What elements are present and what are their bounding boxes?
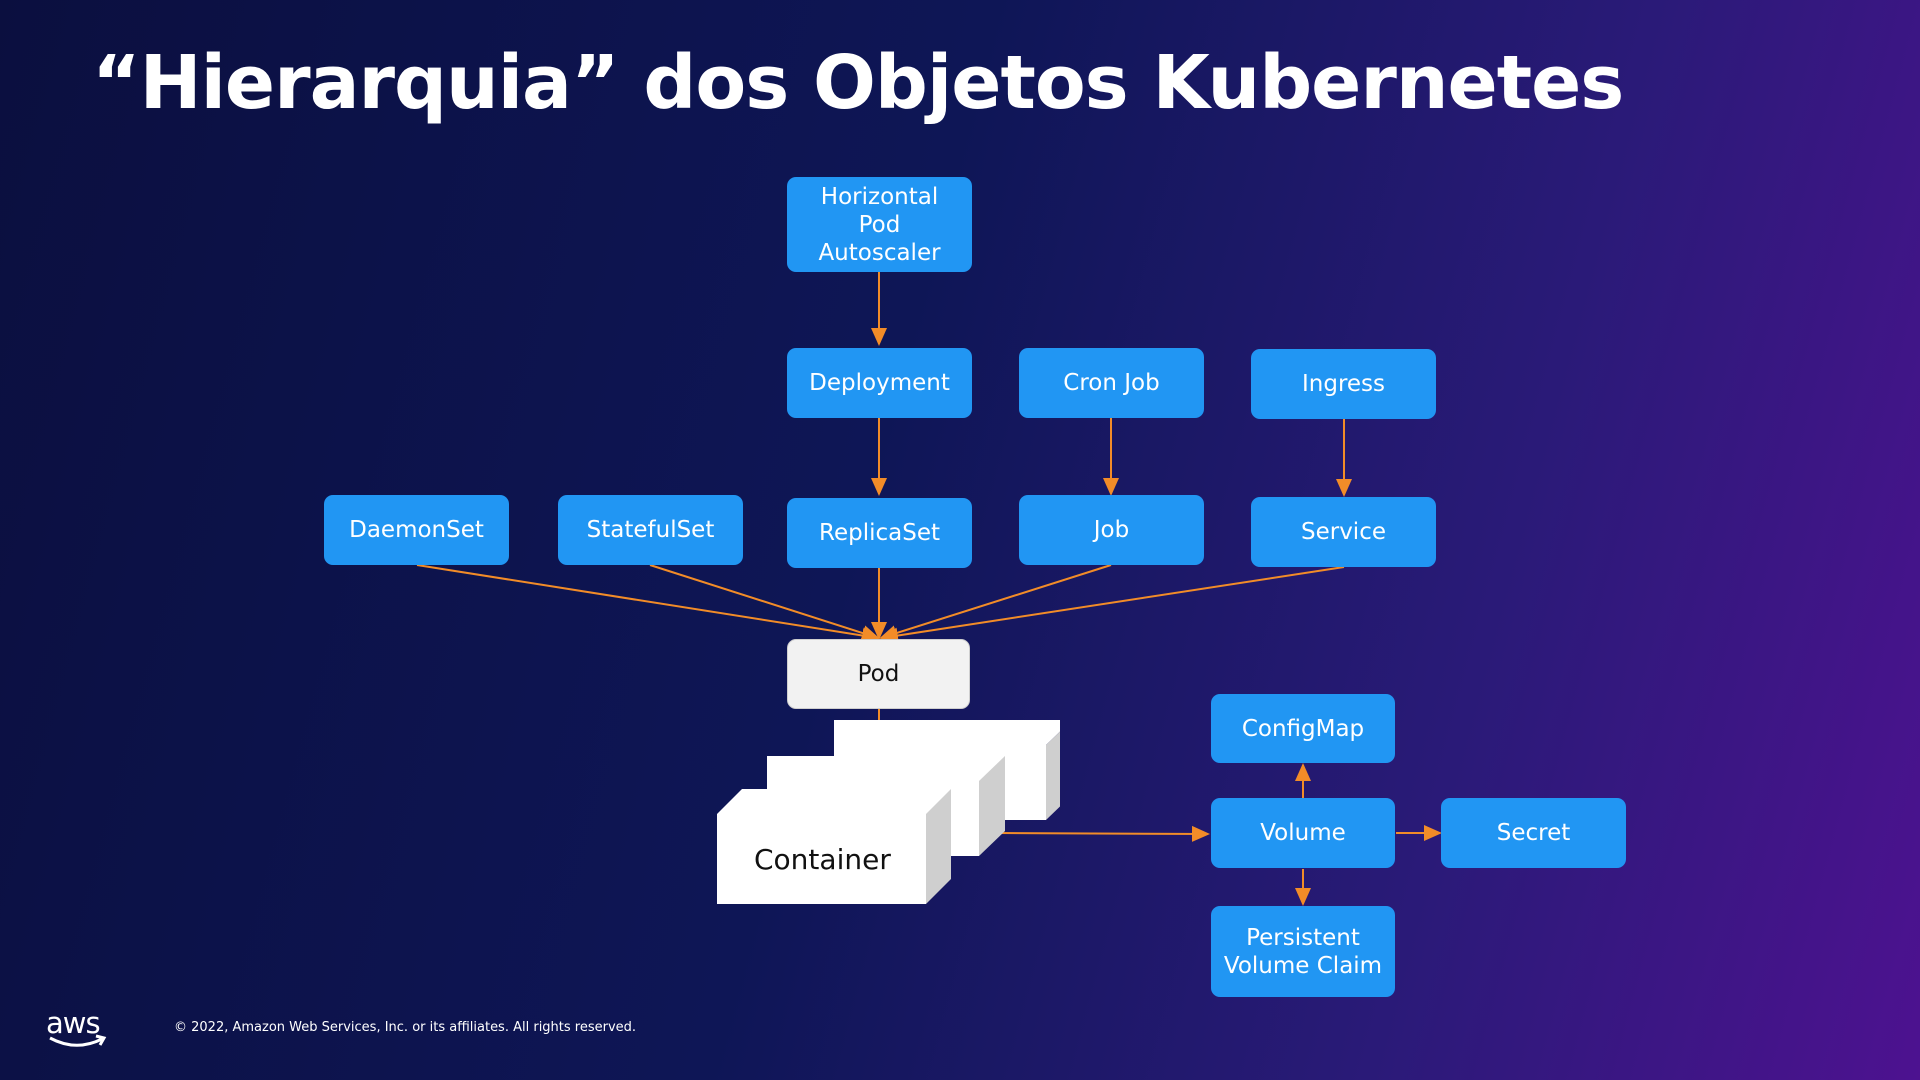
node-hpa: Horizontal Pod Autoscaler [787,177,972,272]
node-replicaset: ReplicaSet [787,498,972,568]
aws-logo-text: aws [46,1006,101,1040]
node-configmap: ConfigMap [1211,694,1395,763]
node-pvc: Persistent Volume Claim [1211,906,1395,997]
node-daemonset: DaemonSet [324,495,509,565]
edge-job-pod [879,564,1112,641]
edge-service-pod [880,566,1345,644]
node-service: Service [1251,497,1436,567]
edge-container-volume [997,825,1210,842]
node-container-label: Container [754,843,891,876]
aws-smile-icon [49,1034,107,1047]
page-title: “Hierarquia” dos Objetos Kubernetes [92,40,1624,126]
edge-statefulset-pod [649,564,880,641]
node-ingress: Ingress [1251,349,1436,419]
node-pod: Pod [787,639,970,709]
node-secret: Secret [1441,798,1626,868]
aws-logo: aws [46,1008,110,1052]
container-stack-icon [717,720,1060,904]
node-job: Job [1019,495,1204,565]
node-cronjob: Cron Job [1019,348,1204,418]
node-statefulset: StatefulSet [558,495,743,565]
copyright-text: © 2022, Amazon Web Services, Inc. or its… [174,1020,637,1035]
edge-daemonset-pod [416,564,880,644]
node-deployment: Deployment [787,348,972,418]
node-volume: Volume [1211,798,1395,868]
